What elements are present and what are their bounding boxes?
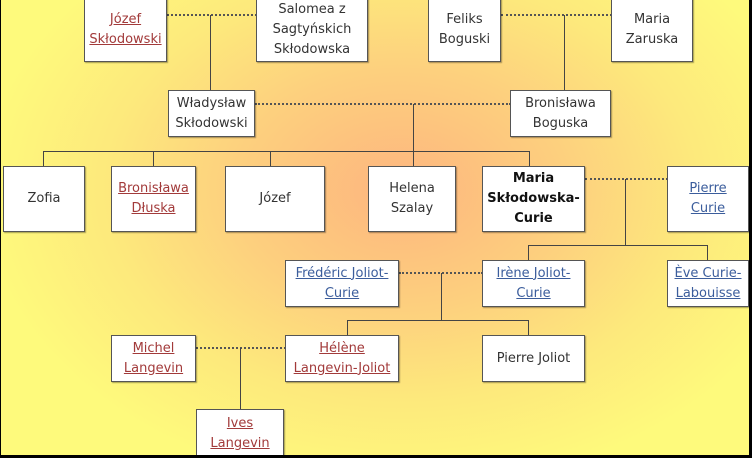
person-name: Maria Skłodowska-Curie [487, 171, 580, 226]
person-link[interactable]: Pierre Curie [689, 181, 727, 216]
person-maria-zaruska: Maria Zaruska [611, 0, 693, 62]
person-wladyslaw: Władysław Skłodowski [168, 90, 255, 137]
descent-line [564, 15, 565, 90]
sibling-line [43, 151, 529, 152]
descent-line [210, 15, 211, 90]
person-jozef-sklodowski[interactable]: Józef Skłodowski [84, 0, 167, 62]
person-name: Zofia [27, 191, 61, 206]
descent-line [441, 273, 442, 320]
sibling-line [347, 320, 529, 321]
descent-line [529, 151, 530, 166]
person-pierre-curie[interactable]: Pierre Curie [667, 166, 749, 232]
person-name: Feliks Boguski [438, 12, 491, 47]
person-name: Pierre Joliot [496, 350, 571, 366]
person-link[interactable]: Irène Joliot-Curie [496, 265, 571, 301]
person-link[interactable]: Bronisława Dłuska [118, 181, 189, 216]
marriage-line [585, 178, 668, 180]
person-maria-sklodowska-curie: Maria Skłodowska-Curie [482, 166, 585, 232]
person-helena-szalay: Helena Szalay [368, 166, 456, 232]
person-name: Józef [259, 191, 291, 206]
person-name: Helena Szalay [389, 181, 435, 216]
person-link[interactable]: Hélène Langevin-Joliot [293, 340, 391, 376]
person-frederic-joliot-curie[interactable]: Frédéric Joliot-Curie [285, 260, 399, 307]
descent-line [240, 348, 241, 409]
marriage-line [255, 103, 511, 105]
person-zofia: Zofia [3, 166, 85, 232]
person-link[interactable]: Michel Langevin [123, 340, 184, 376]
person-link[interactable]: Ève Curie-Labouisse [674, 265, 742, 301]
marriage-line [167, 14, 257, 16]
person-bronislawa-boguska: Bronisława Boguska [510, 90, 611, 137]
marriage-line [196, 347, 286, 349]
person-link[interactable]: Frédéric Joliot-Curie [295, 265, 389, 301]
descent-line [43, 151, 44, 166]
person-feliks-boguski: Feliks Boguski [428, 0, 501, 62]
descent-line [347, 320, 348, 335]
descent-line [528, 320, 529, 335]
person-name: Salomea z Sagtyńskich Skłodowska [272, 2, 352, 57]
person-eve-curie-labouisse[interactable]: Ève Curie-Labouisse [667, 260, 749, 307]
person-pierre-joliot: Pierre Joliot [482, 335, 585, 382]
person-helene-langevin-joliot[interactable]: Hélène Langevin-Joliot [285, 335, 399, 382]
person-bronislawa-dluska[interactable]: Bronisława Dłuska [111, 166, 196, 232]
person-ives-langevin[interactable]: Ives Langevin [196, 409, 284, 455]
descent-line [153, 151, 154, 166]
descent-line [707, 245, 708, 260]
marriage-line [501, 14, 612, 16]
person-jozef: Józef [225, 166, 325, 232]
person-link[interactable]: Józef Skłodowski [89, 12, 162, 47]
person-irene-joliot-curie[interactable]: Irène Joliot-Curie [482, 260, 585, 307]
person-link[interactable]: Ives Langevin [210, 416, 270, 451]
person-salomea: Salomea z Sagtyńskich Skłodowska [256, 0, 368, 62]
person-name: Bronisława Boguska [525, 95, 596, 131]
descent-line [625, 179, 626, 245]
person-michel-langevin[interactable]: Michel Langevin [111, 335, 196, 382]
descent-line [413, 104, 414, 166]
person-name: Maria Zaruska [625, 12, 679, 47]
sibling-line [528, 245, 708, 246]
person-name: Władysław Skłodowski [175, 95, 248, 131]
descent-line [270, 151, 271, 166]
descent-line [528, 245, 529, 260]
